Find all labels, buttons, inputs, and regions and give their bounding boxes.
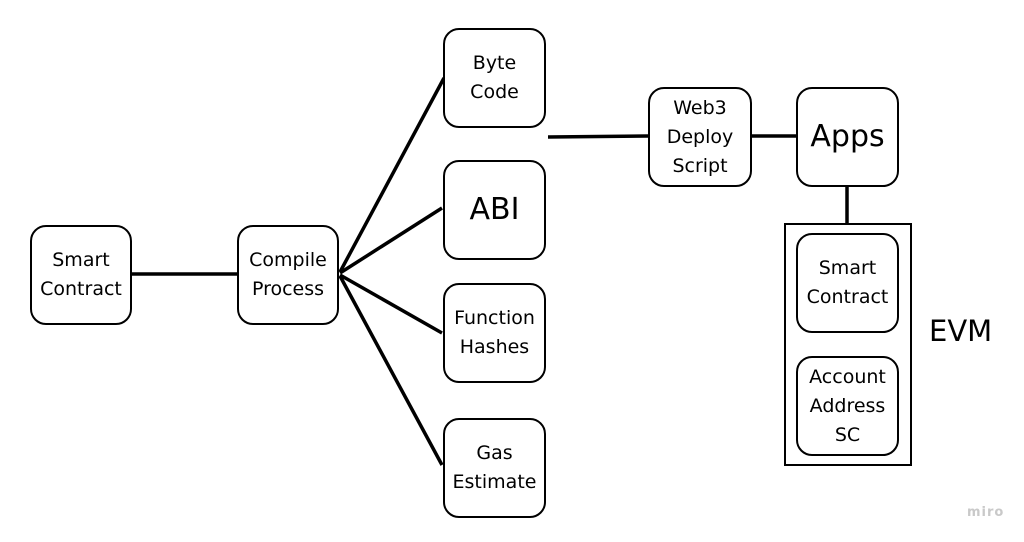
edge-compile-abi [339,206,443,275]
node-gas-estimate[interactable]: Gas Estimate [443,418,546,518]
node-web3-deploy-script-label: Web3 Deploy Script [666,96,734,177]
node-gas-estimate-label: Gas Estimate [452,442,537,493]
edge-compile-bytecode [338,77,446,273]
node-apps-label: Apps [810,119,885,154]
node-abi[interactable]: ABI [443,160,546,260]
node-evm-smart-contract-label: Smart Contract [806,257,889,308]
miro-watermark: miro [967,505,1005,520]
node-apps[interactable]: Apps [796,87,899,187]
edge-bytecode-web3 [547,134,649,139]
node-abi-label: ABI [469,192,520,227]
edge-compile-gas-estimate [338,275,444,466]
evm-label: EVM [929,314,993,348]
node-function-hashes-label: Function Hashes [454,307,535,358]
node-evm-smart-contract[interactable]: Smart Contract [796,233,899,333]
node-compile-process[interactable]: Compile Process [237,225,339,325]
evm-container [784,223,912,466]
node-smart-contract[interactable]: Smart Contract [30,225,132,325]
node-account-address-sc[interactable]: Account Address SC [796,356,899,456]
node-smart-contract-label: Smart Contract [40,249,122,300]
edge-compile-function-hashes [339,273,443,335]
node-compile-process-label: Compile Process [249,249,327,300]
node-byte-code[interactable]: Byte Code [443,28,546,128]
node-web3-deploy-script[interactable]: Web3 Deploy Script [648,87,752,187]
node-byte-code-label: Byte Code [470,52,519,103]
node-function-hashes[interactable]: Function Hashes [443,283,546,383]
node-account-address-sc-label: Account Address SC [809,365,886,446]
